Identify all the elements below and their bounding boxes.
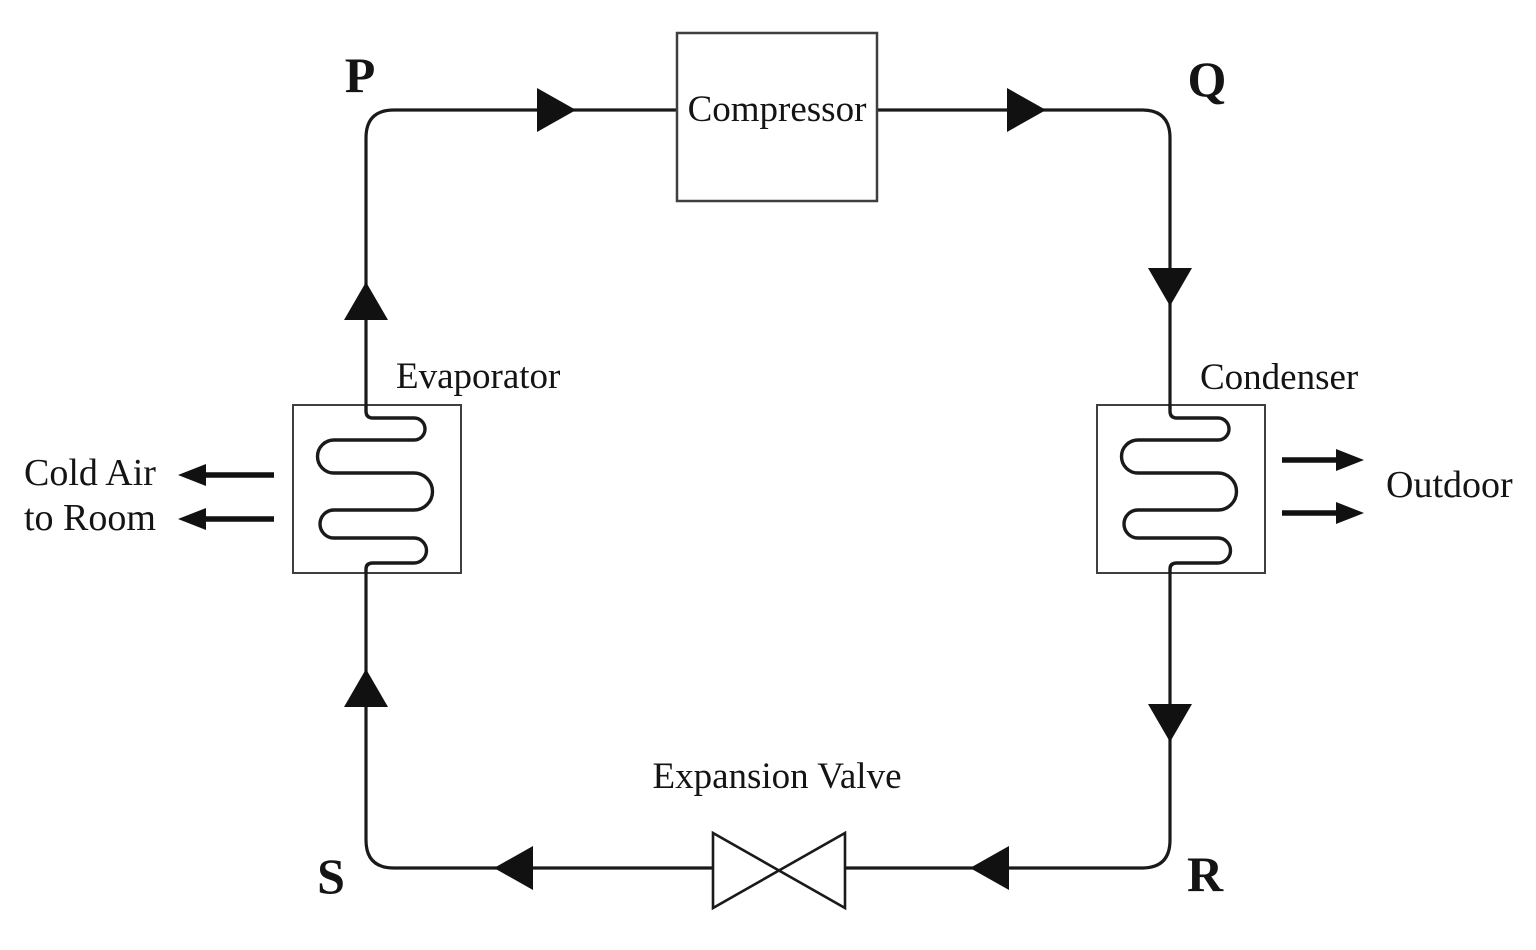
- flow-arrow-up-icon: [344, 282, 388, 320]
- pipe-compressor-to-condenser: [877, 108, 1172, 405]
- cold-air-label-line2: to Room: [24, 497, 156, 539]
- outdoor-arrow-right-icon: [1336, 502, 1364, 524]
- cold-air-arrow-left-icon: [178, 464, 206, 486]
- flow-arrow-left-icon: [970, 846, 1009, 890]
- node-label-p: P: [344, 47, 376, 103]
- evaporator-coil: [315, 404, 435, 574]
- flow-arrow-left-icon: [494, 846, 533, 890]
- pipe-evaporator-to-compressor: [364, 108, 677, 405]
- node-label-q: Q: [1187, 51, 1227, 107]
- cold-air-arrow-left-icon: [178, 508, 206, 530]
- compressor-label: Compressor: [685, 88, 869, 131]
- outdoor-arrow-right-icon: [1336, 449, 1364, 471]
- node-label-s: S: [317, 848, 345, 904]
- condenser-box: [1096, 404, 1266, 574]
- flow-arrow-right-icon: [537, 88, 576, 132]
- flow-arrow-down-icon: [1148, 704, 1192, 742]
- cold-air-label-line1: Cold Air: [24, 452, 156, 494]
- pipe-valve-to-evaporator: [364, 573, 713, 870]
- expansion-valve-label: Expansion Valve: [652, 756, 902, 797]
- condenser-coil: [1119, 404, 1239, 574]
- outdoor-label: Outdoor: [1386, 464, 1513, 506]
- cold-air-to-room-label: Cold Air to Room: [24, 451, 156, 541]
- evaporator-label: Evaporator: [396, 356, 561, 397]
- evaporator-box: [292, 404, 462, 574]
- expansion-valve-icon: [711, 830, 847, 911]
- pipe-condenser-to-valve: [845, 573, 1172, 870]
- compressor-unit: Compressor: [677, 33, 877, 201]
- flow-arrow-down-icon: [1148, 268, 1192, 306]
- condenser-label: Condenser: [1200, 357, 1359, 398]
- node-label-r: R: [1186, 846, 1224, 902]
- flow-arrow-right-icon: [1007, 88, 1046, 132]
- flow-arrow-up-icon: [344, 669, 388, 707]
